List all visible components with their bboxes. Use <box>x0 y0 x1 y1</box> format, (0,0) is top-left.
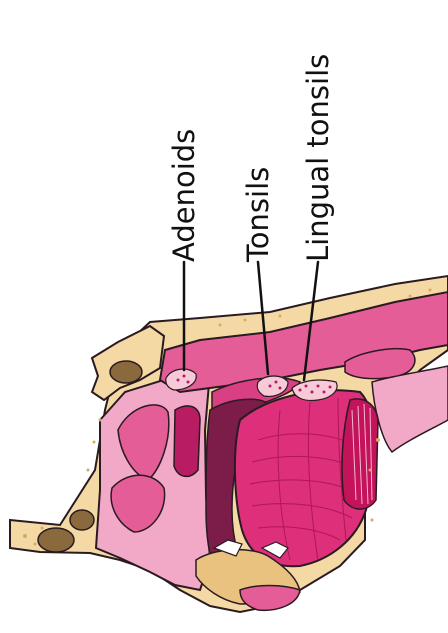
sinus-upper <box>110 361 142 383</box>
sinus-lower-left <box>38 528 74 552</box>
adenoids-label: Adenoids <box>167 129 201 262</box>
lingual-tonsils-label: Lingual tonsils <box>301 54 335 262</box>
tonsils-label: Tonsils <box>241 167 275 263</box>
turbinate-lower <box>174 406 200 476</box>
larynx <box>372 366 448 452</box>
lip-lower <box>240 586 300 611</box>
sinus-lower-right <box>70 510 94 530</box>
